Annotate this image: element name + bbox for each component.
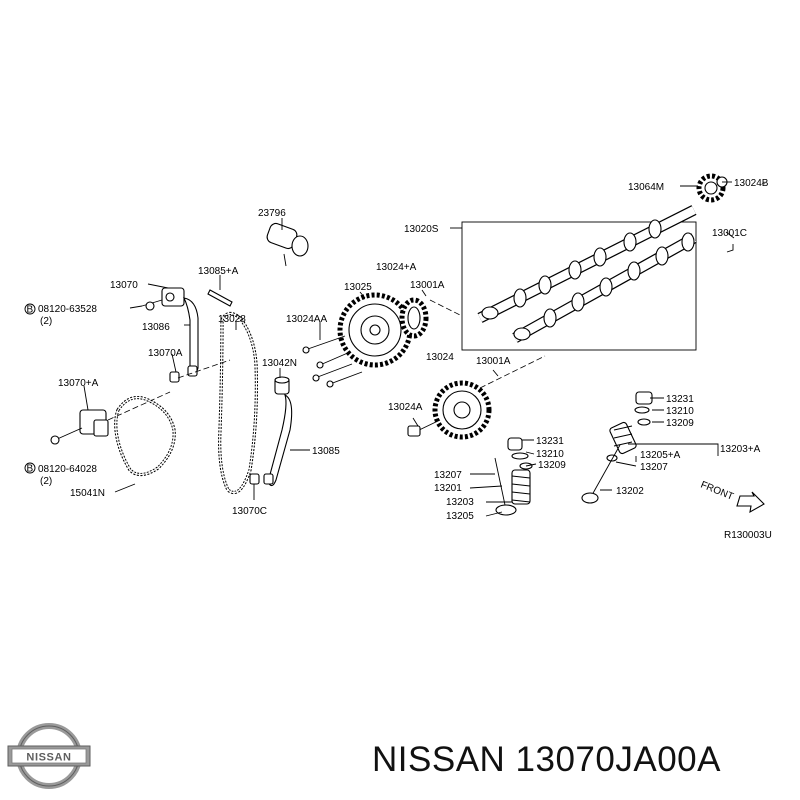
callout-13028: 13028 xyxy=(218,314,246,325)
chain-tensioner-upper xyxy=(141,287,185,311)
callout-13024a-top: 13024+A xyxy=(376,262,417,273)
callout-13070a: 13070A xyxy=(148,348,183,359)
oil-pump-chain-15041n xyxy=(114,396,176,477)
callout-13205a: 13205+A xyxy=(640,450,681,461)
camshaft-group-box xyxy=(461,221,697,351)
callout-13020s: 13020S xyxy=(404,224,439,235)
callout-13203a: 13203+A xyxy=(720,444,761,455)
callout-13231-right: 13231 xyxy=(666,394,694,405)
callout-13201: 13201 xyxy=(434,483,462,494)
callout-13070plusa: 13070+A xyxy=(58,378,99,389)
front-arrow xyxy=(736,491,765,514)
callout-13024aa: 13024AA xyxy=(286,314,327,325)
callout-13210-right: 13210 xyxy=(666,406,694,417)
callout-reference-code: R130003U xyxy=(724,530,772,541)
vvt-solenoid xyxy=(266,222,309,267)
bolt-13024a xyxy=(407,419,441,437)
nissan-logo: NISSAN xyxy=(7,723,91,789)
callout-13070c: 13070C xyxy=(232,506,267,517)
idler-13042n xyxy=(274,376,290,395)
tension-guide-13085 xyxy=(267,393,293,487)
chain-tensioner-lower xyxy=(50,409,109,445)
callout-circle-b-low: B xyxy=(27,464,34,475)
callout-13210-mid: 13210 xyxy=(536,449,564,460)
valve-assembly-right xyxy=(581,391,653,504)
callout-13085: 13085 xyxy=(312,446,340,457)
callout-13085a: 13085+A xyxy=(198,266,239,277)
callout-13231-mid: 13231 xyxy=(536,436,564,447)
callout-13207-mid: 13207 xyxy=(434,470,462,481)
callout-13064m: 13064M xyxy=(628,182,664,193)
callout-13209-right: 13209 xyxy=(666,418,694,429)
bolt-set-13024aa xyxy=(302,335,363,388)
callout-13025: 13025 xyxy=(344,282,372,293)
callout-front: FRONT xyxy=(699,480,735,503)
cam-sprocket-top xyxy=(696,173,728,203)
callout-08120-64028: 08120-64028 xyxy=(38,464,97,475)
cam-sprocket-lower xyxy=(432,380,492,440)
timing-chain-exploded-diagram: 13064M 13024Ƀ 23796 13020S 13001C 13070 … xyxy=(24,173,772,541)
callout-qty-low: (2) xyxy=(40,476,52,487)
callout-13086: 13086 xyxy=(142,322,170,333)
nissan-logo-text: NISSAN xyxy=(26,752,71,764)
callout-13001c: 13001C xyxy=(712,228,747,239)
callout-15041n: 15041N xyxy=(70,488,105,499)
seal-ring-top xyxy=(399,297,429,339)
callout-circle-b-top: B xyxy=(27,305,34,316)
callout-13001a-top: 13001A xyxy=(410,280,445,291)
callout-23796: 23796 xyxy=(258,208,286,219)
callout-13207-right: 13207 xyxy=(640,462,668,473)
callout-13202: 13202 xyxy=(616,486,644,497)
part-number-title: NISSAN 13070JA00A xyxy=(372,740,721,779)
chain-guide-13086 xyxy=(183,297,199,374)
callout-13070: 13070 xyxy=(110,280,138,291)
callout-13024b: 13024Ƀ xyxy=(734,178,769,189)
callout-08120-63528: 08120-63528 xyxy=(38,304,97,315)
callout-qty-top: (2) xyxy=(40,316,52,327)
callout-13203: 13203 xyxy=(446,497,474,508)
callout-13024: 13024 xyxy=(426,352,454,363)
callout-13209-mid: 13209 xyxy=(538,460,566,471)
callout-13001a-mid: 13001A xyxy=(476,356,511,367)
camshaft-intake xyxy=(477,205,697,323)
callout-13205: 13205 xyxy=(446,511,474,522)
camshaft-exhaust xyxy=(512,232,697,343)
callout-13024a-low: 13024A xyxy=(388,402,423,413)
cam-sprocket-vvt xyxy=(337,292,413,368)
callout-13042n: 13042N xyxy=(262,358,297,369)
valve-assembly-middle xyxy=(494,437,533,516)
